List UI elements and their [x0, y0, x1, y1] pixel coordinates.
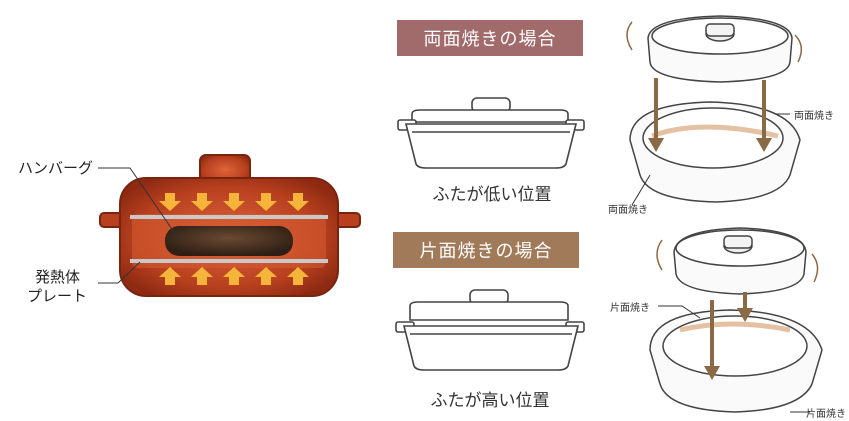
banner-both-sides: 両面焼きの場合 [397, 20, 583, 56]
callout-one-upper: 片面焼き [610, 303, 650, 314]
callout-both-lower: 両面焼き [608, 205, 648, 216]
heat-arrows-up [159, 267, 309, 285]
callout-both-upper: 両面焼き [794, 111, 834, 122]
label-plate-line2: プレート [27, 287, 88, 305]
callout-one-lower: 片面焼き [806, 409, 846, 420]
leader-plate [98, 261, 141, 284]
hamburger-patty [165, 226, 293, 256]
label-hamburger: ハンバーグ [18, 159, 94, 177]
heat-arrows-down [159, 193, 309, 211]
caption-lid-high: ふたが高い位置 [430, 391, 550, 411]
label-plate-line1: 発熱体 [35, 268, 81, 286]
caption-lid-low: ふたが低い位置 [432, 185, 552, 205]
banner-one-side: 片面焼きの場合 [393, 232, 579, 268]
leader-hamburger [98, 167, 179, 239]
